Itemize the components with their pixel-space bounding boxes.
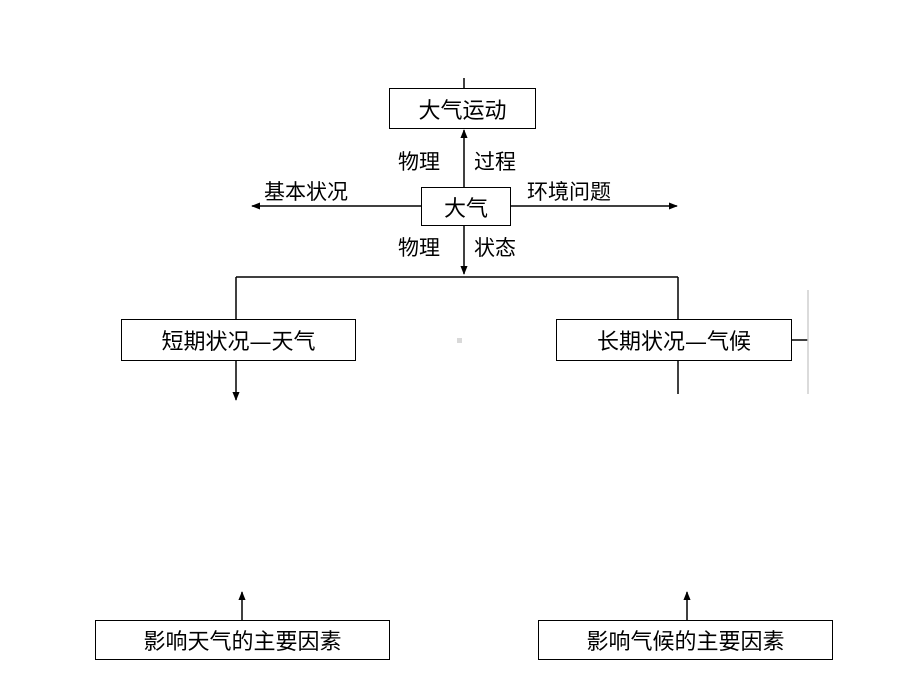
- edge-label-up-right: 过程: [474, 150, 516, 174]
- node-climate: 长期状况—气候: [556, 319, 792, 361]
- node-weather-factors: 影响天气的主要因素: [95, 620, 390, 660]
- edge-label-down-left: 物理: [398, 236, 440, 260]
- node-climate-factors: 影响气候的主要因素: [538, 620, 833, 660]
- node-atmosphere: 大气: [421, 187, 511, 226]
- node-movement: 大气运动: [389, 88, 536, 129]
- edge-label-left: 基本状况: [264, 180, 348, 204]
- edge-label-up-left: 物理: [398, 150, 440, 174]
- edge-label-down-right: 状态: [474, 236, 516, 260]
- edge-label-right: 环境问题: [527, 180, 611, 204]
- node-weather: 短期状况—天气: [121, 319, 356, 361]
- center-dot: [457, 338, 462, 343]
